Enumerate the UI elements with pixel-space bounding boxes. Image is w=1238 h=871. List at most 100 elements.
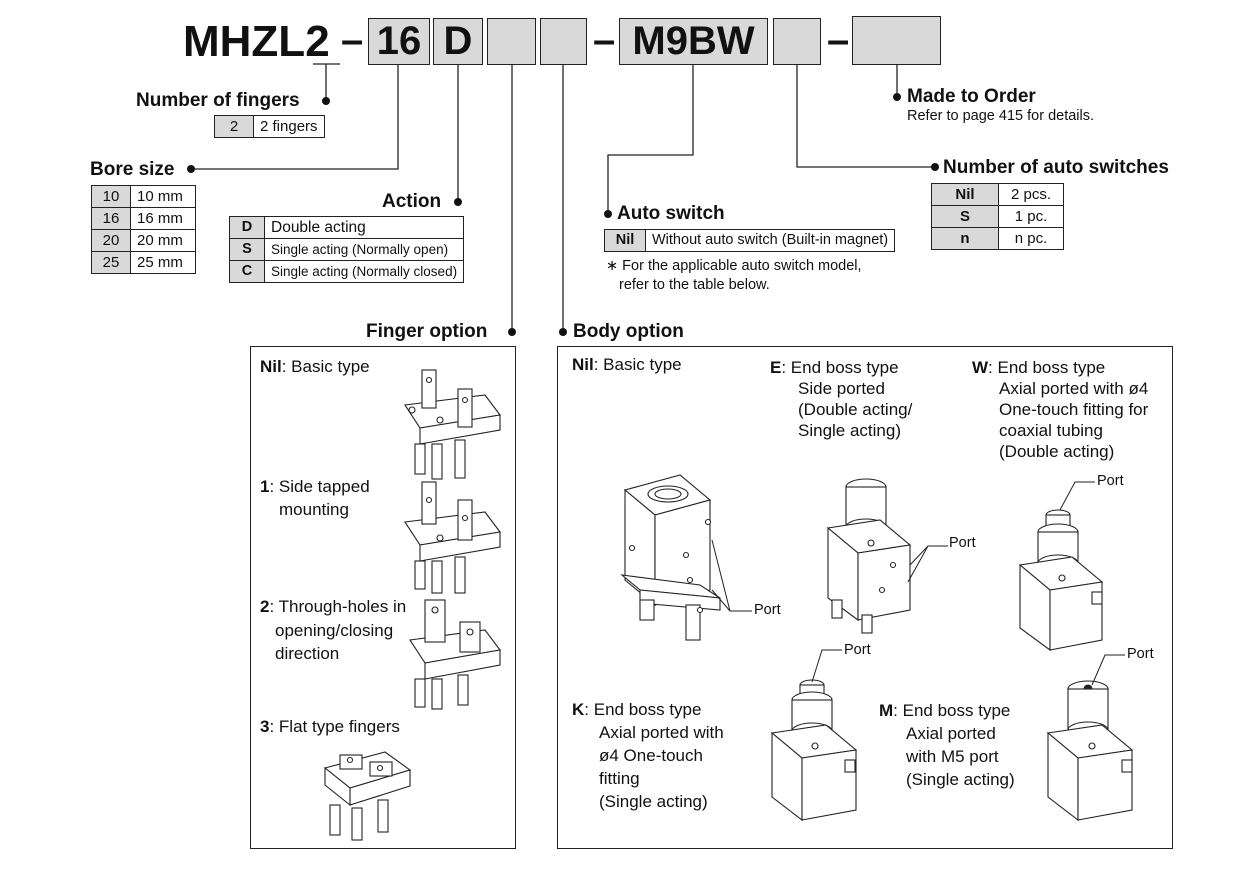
- body-axial-single-illustration: [770, 679, 858, 822]
- option-desc: 16 mm: [130, 207, 196, 230]
- bore-code-box: 16: [368, 18, 430, 65]
- port-label: Port: [844, 642, 871, 658]
- port-label: Port: [1127, 646, 1154, 662]
- body-option-m-line: Axial ported: [906, 724, 996, 743]
- auto-switch-note: refer to the table below.: [619, 277, 770, 293]
- option-key: n: [931, 227, 999, 250]
- option-key: 2: [214, 115, 254, 138]
- action-heading: Action: [382, 191, 442, 212]
- body-option-m: M: End boss type: [879, 701, 1011, 720]
- auto-switch-code-box: M9BW: [619, 18, 768, 65]
- dot-fingers: [322, 97, 330, 105]
- option-key: 20: [91, 229, 131, 252]
- code-dash: –: [827, 18, 850, 62]
- auto-switch-heading: Auto switch: [617, 203, 725, 224]
- option-desc: Without auto switch (Built-in magnet): [644, 229, 896, 252]
- port-label: Port: [1097, 473, 1124, 489]
- num-switches-heading: Number of auto switches: [943, 157, 1169, 178]
- option-desc: 10 mm: [130, 185, 196, 208]
- finger-option-1-line2: mounting: [279, 500, 349, 519]
- body-option-w: W: End boss type: [972, 358, 1106, 377]
- option-key: 10: [91, 185, 131, 208]
- body-option-m-line: (Single acting): [906, 770, 1015, 789]
- body-axial-m5-illustration: [1046, 680, 1134, 822]
- dot-action: [454, 198, 462, 206]
- body-option-w-line: Axial ported with ø4: [999, 379, 1149, 398]
- model-code-prefix: MHZL2: [183, 17, 330, 66]
- option-desc: n pc.: [998, 227, 1064, 250]
- body-option-k: K: End boss type: [572, 700, 702, 719]
- port-label: Port: [949, 535, 976, 551]
- option-desc: 1 pc.: [998, 205, 1064, 228]
- finger-option-3: 3: Flat type fingers: [260, 717, 400, 736]
- option-key: 25: [91, 251, 131, 274]
- body-option-k-line: Axial ported with: [599, 723, 724, 742]
- fingers-code-value: 2: [305, 17, 330, 66]
- code-dash: –: [341, 18, 364, 62]
- port-label: Port: [754, 602, 781, 618]
- dot-bore: [187, 165, 195, 173]
- body-option-code-box: [540, 18, 587, 65]
- made-to-order-note: Refer to page 415 for details.: [907, 108, 1095, 124]
- finger-option-code-box: [487, 18, 536, 65]
- bore-heading: Bore size: [90, 159, 175, 180]
- auto-switch-note: ∗ For the applicable auto switch model,: [606, 258, 862, 274]
- gripper-basic-illustration: [404, 369, 501, 480]
- option-desc: 2 fingers: [253, 115, 325, 138]
- body-basic-illustration: [620, 474, 721, 641]
- fingers-heading: Number of fingers: [136, 90, 300, 111]
- body-option-nil: Nil: Basic type: [572, 355, 682, 374]
- body-option-e-line: Single acting): [798, 421, 902, 440]
- body-option-e: E: End boss type: [770, 358, 899, 377]
- action-code-box: D: [433, 18, 483, 65]
- body-option-w-line: One-touch fitting for: [999, 400, 1149, 419]
- body-option-e-line: (Double acting/: [798, 400, 913, 419]
- gripper-through-holes-illustration: [409, 599, 501, 710]
- option-desc: Single acting (Normally closed): [263, 260, 465, 283]
- option-desc: 25 mm: [130, 251, 196, 274]
- body-option-e-line: Side ported: [798, 379, 885, 398]
- option-key: Nil: [931, 183, 999, 206]
- option-key: Nil: [604, 229, 646, 252]
- code-dash: –: [593, 18, 616, 62]
- made-to-order-heading: Made to Order: [907, 86, 1036, 107]
- dot-auto-switch: [604, 210, 612, 218]
- finger-option-heading: Finger option: [366, 321, 488, 342]
- dot-finger-option: [508, 328, 516, 336]
- option-key: 16: [91, 207, 131, 230]
- body-option-panel: [557, 346, 1173, 849]
- finger-option-2-line3: direction: [275, 644, 340, 663]
- body-option-k-line: fitting: [599, 769, 640, 788]
- dot-made-to-order: [893, 93, 901, 101]
- option-key: S: [931, 205, 999, 228]
- option-desc: Single acting (Normally open): [263, 238, 465, 261]
- finger-option-nil: Nil: Basic type: [260, 357, 370, 376]
- finger-option-panel: [250, 346, 516, 849]
- finger-option-2: 2: Through-holes in: [260, 597, 407, 616]
- num-switches-code-box: [773, 18, 821, 65]
- made-to-order-code-box: [852, 16, 941, 65]
- finger-option-1: 1: Side tapped: [260, 477, 370, 496]
- dot-body-option: [559, 328, 567, 336]
- body-option-heading: Body option: [573, 321, 684, 342]
- table-row: 2 2 fingers: [214, 115, 325, 138]
- fingers-table: 2 2 fingers: [214, 115, 325, 138]
- gripper-side-tapped-illustration: [404, 481, 501, 594]
- option-desc: 2 pcs.: [998, 183, 1064, 206]
